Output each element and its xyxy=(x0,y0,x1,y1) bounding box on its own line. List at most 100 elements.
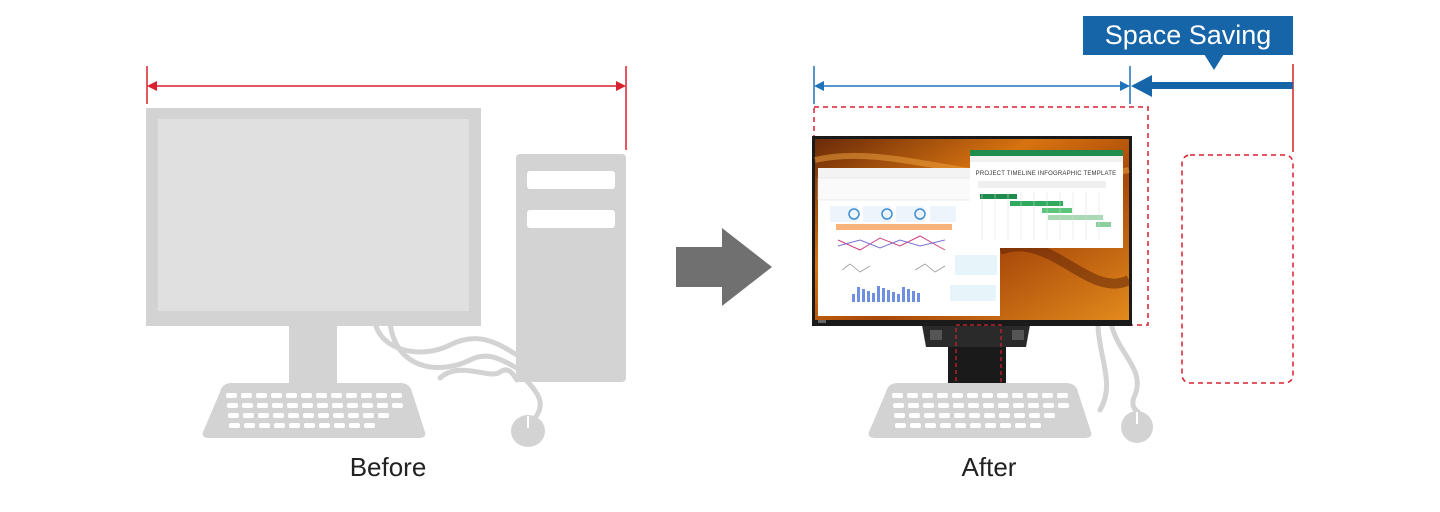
keyboard-key xyxy=(271,393,282,398)
mini-bar xyxy=(862,289,865,302)
keyboard-key xyxy=(983,403,994,408)
keyboard-key xyxy=(922,393,933,398)
before-pc-tower xyxy=(516,154,626,382)
mini-bar xyxy=(917,293,920,302)
mini-bar xyxy=(912,291,915,302)
space-saving-badge: Space Saving xyxy=(1083,16,1293,55)
keyboard-key xyxy=(970,423,981,428)
mini-bar xyxy=(857,287,860,302)
keyboard-key xyxy=(1000,423,1011,428)
keyboard-key xyxy=(1029,413,1040,418)
before-cables xyxy=(372,319,543,421)
keyboard-key xyxy=(288,413,299,418)
keyboard-key xyxy=(907,393,918,398)
mini-bar xyxy=(882,288,885,302)
keyboard-key xyxy=(952,393,963,398)
keyboard-key xyxy=(273,413,284,418)
after-setup: PROJECT TIMELINE INFOGRAPHIC TEMPLATE xyxy=(812,64,1294,443)
mini-bar xyxy=(897,294,900,302)
mini-bar xyxy=(867,291,870,302)
keyboard-key xyxy=(939,413,950,418)
keyboard-key xyxy=(241,393,252,398)
keyboard-key xyxy=(892,393,903,398)
keyboard-key xyxy=(289,423,300,428)
keyboard-key xyxy=(923,403,934,408)
keyboard-key xyxy=(937,393,948,398)
keyboard-key xyxy=(226,393,237,398)
keyboard-key xyxy=(378,413,389,418)
keyboard-key xyxy=(895,423,906,428)
keyboard-key xyxy=(257,403,268,408)
keyboard-key xyxy=(334,423,345,428)
timeline-window: PROJECT TIMELINE INFOGRAPHIC TEMPLATE xyxy=(970,150,1123,248)
after-monitor: PROJECT TIMELINE INFOGRAPHIC TEMPLATE xyxy=(812,136,1132,384)
mini-bar xyxy=(902,287,905,302)
keyboard-key xyxy=(319,423,330,428)
keyboard-key xyxy=(392,403,403,408)
keyboard-key xyxy=(331,393,342,398)
keyboard-key xyxy=(244,423,255,428)
keyboard-key xyxy=(999,413,1010,418)
keyboard-key xyxy=(272,403,283,408)
keyboard-key xyxy=(969,413,980,418)
keyboard-key xyxy=(227,403,238,408)
before-monitor xyxy=(146,108,481,387)
keyboard-key xyxy=(955,423,966,428)
keyboard-key xyxy=(1027,393,1038,398)
mini-bar xyxy=(877,286,880,302)
keyboard-key xyxy=(301,393,312,398)
keyboard-key xyxy=(985,423,996,428)
keyboard-key xyxy=(361,393,372,398)
before-width-measure xyxy=(146,66,627,150)
keyboard-key xyxy=(318,413,329,418)
keyboard-key xyxy=(1014,413,1025,418)
after-caption: After xyxy=(961,452,1017,482)
before-mouse xyxy=(511,415,545,447)
keyboard-key xyxy=(363,413,374,418)
keyboard-key xyxy=(347,403,358,408)
keyboard-key xyxy=(1057,393,1068,398)
keyboard-key xyxy=(910,423,921,428)
space-saving-arrow xyxy=(1131,64,1294,152)
space-saving-badge-pointer xyxy=(1204,54,1224,70)
keyboard-key xyxy=(286,393,297,398)
keyboard-key xyxy=(348,413,359,418)
keyboard-key xyxy=(229,423,240,428)
keyboard-key xyxy=(242,403,253,408)
keyboard-key xyxy=(953,403,964,408)
keyboard-key xyxy=(968,403,979,408)
keyboard-key xyxy=(376,393,387,398)
keyboard-key xyxy=(893,403,904,408)
keyboard-key xyxy=(256,393,267,398)
keyboard-key xyxy=(1015,423,1026,428)
mini-bar xyxy=(892,292,895,302)
keyboard-key xyxy=(228,413,239,418)
keyboard-key xyxy=(317,403,328,408)
keyboard-key xyxy=(333,413,344,418)
keyboard-key xyxy=(967,393,978,398)
keyboard-key xyxy=(287,403,298,408)
keyboard-key xyxy=(1030,423,1041,428)
keyboard-key xyxy=(364,423,375,428)
keyboard-key xyxy=(1028,403,1039,408)
keyboard-key xyxy=(998,403,1009,408)
keyboard-key xyxy=(302,403,313,408)
keyboard-key xyxy=(1042,393,1053,398)
after-cables xyxy=(1095,324,1141,415)
keyboard-key xyxy=(1043,403,1054,408)
before-caption: Before xyxy=(349,452,427,482)
keyboard-key xyxy=(391,393,402,398)
keyboard-key xyxy=(982,393,993,398)
before-setup xyxy=(146,66,627,447)
keyboard-key xyxy=(243,413,254,418)
transition-arrow xyxy=(676,228,772,306)
keyboard-key xyxy=(304,423,315,428)
keyboard-key xyxy=(332,403,343,408)
keyboard-key xyxy=(274,423,285,428)
keyboard-key xyxy=(938,403,949,408)
keyboard-key xyxy=(894,413,905,418)
keyboard-key xyxy=(303,413,314,418)
after-keyboard xyxy=(868,383,1092,438)
mini-bar xyxy=(852,294,855,302)
keyboard-key xyxy=(316,393,327,398)
